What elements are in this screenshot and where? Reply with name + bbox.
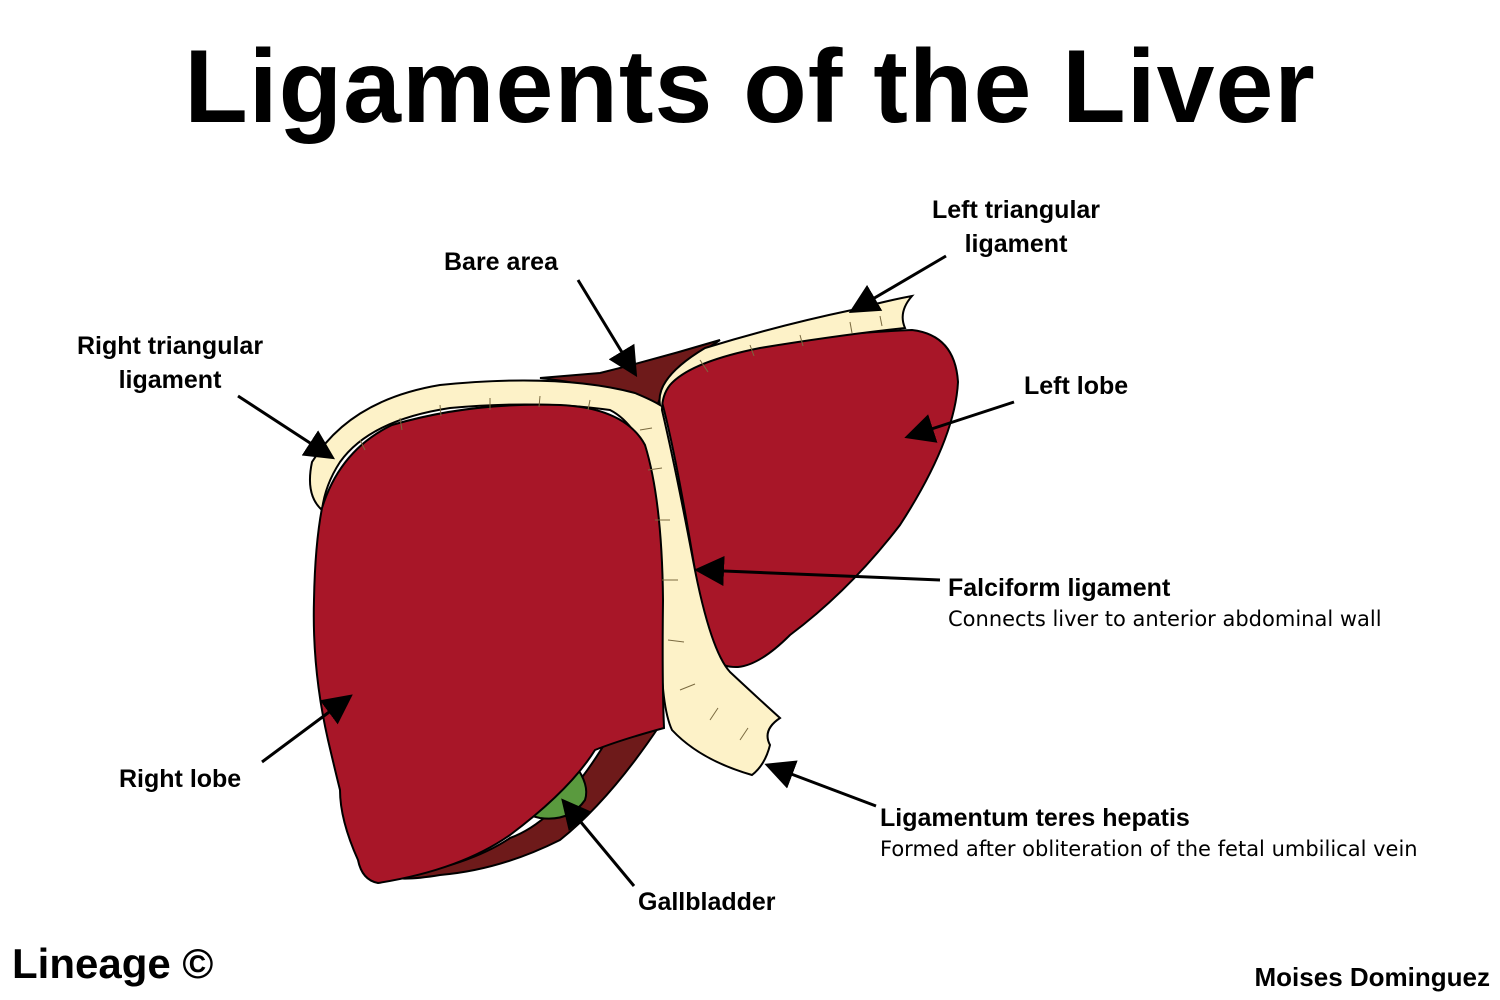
- liver-underside: [394, 723, 663, 880]
- label-right-triangular-line2: ligament: [118, 365, 222, 394]
- label-right-lobe: Right lobe: [119, 765, 242, 793]
- label-left-triangular-line1: Left triangular: [931, 196, 1101, 224]
- label-bare-area: Bare area: [444, 248, 558, 276]
- brand-logo: Lineage ©: [12, 940, 214, 987]
- arrow-falciform: [694, 556, 941, 586]
- label-left-lobe: Left lobe: [1024, 372, 1129, 400]
- label-teres: Ligamentum teres hepatis Formed after ob…: [880, 802, 1418, 863]
- label-falciform-desc: Connects liver to anterior abdominal wal…: [948, 606, 1382, 631]
- label-falciform-title: Falciform ligament: [948, 574, 1171, 602]
- label-teres-title: Ligamentum teres hepatis: [880, 804, 1190, 832]
- ligament-texture: [359, 315, 883, 741]
- label-left-triangular-line2: ligament: [964, 229, 1068, 258]
- page-title: Ligaments of the Liver: [184, 29, 1316, 145]
- label-left-triangular: Left triangular ligament: [896, 194, 1136, 262]
- arrow-left-lobe: [904, 400, 1015, 443]
- right-lobe-shape: [312, 403, 666, 885]
- arrow-teres: [764, 760, 877, 808]
- author-credit: Moises Dominguez: [1254, 962, 1490, 992]
- label-right-triangular-line1: Right triangular: [76, 332, 264, 360]
- arrow-right-triangular: [237, 394, 336, 460]
- leader-arrows: [237, 254, 1015, 887]
- arrow-gallbladder: [561, 798, 636, 887]
- arrow-bare-area: [576, 279, 638, 378]
- arrow-left-triangular: [848, 254, 947, 314]
- label-falciform: Falciform ligament Connects liver to ant…: [948, 572, 1382, 633]
- label-gallbladder: Gallbladder: [638, 888, 776, 916]
- label-right-triangular: Right triangular ligament: [50, 330, 290, 398]
- label-teres-desc: Formed after obliteration of the fetal u…: [880, 836, 1418, 861]
- arrow-right-lobe: [261, 694, 353, 764]
